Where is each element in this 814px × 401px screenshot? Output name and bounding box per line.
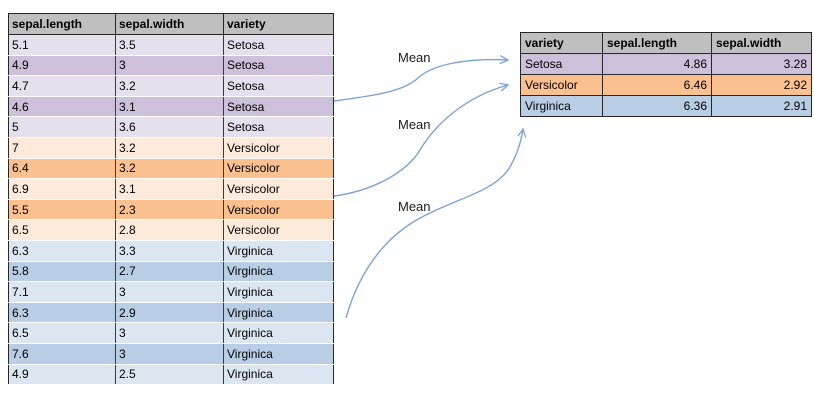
- sepal-length-cell: 6.5: [8, 322, 116, 344]
- variety-cell: Virginica: [223, 302, 334, 324]
- variety-cell: Versicolor: [520, 74, 603, 96]
- variety-cell: Versicolor: [223, 199, 334, 221]
- sepal-length-cell: 7: [8, 137, 116, 159]
- sepal-width-mean-cell: 3.28: [711, 53, 812, 75]
- sepal-width-cell: 3.2: [115, 158, 224, 180]
- sepal-length-cell: 6.5: [8, 219, 116, 241]
- mean-arrow-virginica: [345, 127, 527, 319]
- variety-cell: Versicolor: [223, 137, 334, 159]
- sepal-length-cell: 6.4: [8, 158, 116, 180]
- variety-cell: Versicolor: [223, 219, 334, 241]
- variety-cell: Virginica: [520, 95, 603, 117]
- sepal-length-cell: 7.1: [8, 281, 116, 303]
- sepal-width-cell: 3.2: [115, 137, 224, 159]
- column-header-variety: variety: [520, 32, 603, 54]
- mean-arrow-versicolor: [333, 82, 510, 197]
- variety-cell: Virginica: [223, 343, 334, 365]
- variety-cell: Setosa: [223, 96, 334, 118]
- sepal-length-cell: 7.6: [8, 343, 116, 365]
- variety-cell: Versicolor: [223, 178, 334, 200]
- sepal-width-cell: 3.1: [115, 96, 224, 118]
- sepal-length-cell: 5.1: [8, 34, 116, 56]
- sepal-width-mean-cell: 2.91: [711, 95, 812, 117]
- mean-label-versicolor: Mean: [398, 117, 431, 132]
- column-header-variety: variety: [223, 13, 334, 35]
- variety-cell: Setosa: [223, 116, 334, 138]
- sepal-width-mean-cell: 2.92: [711, 74, 812, 96]
- column-header-sepal-width: sepal.width: [711, 32, 812, 54]
- sepal-width-cell: 2.3: [115, 199, 224, 221]
- sepal-length-cell: 6.9: [8, 178, 116, 200]
- variety-cell: Setosa: [223, 75, 334, 97]
- sepal-width-cell: 2.9: [115, 302, 224, 324]
- sepal-width-cell: 3.3: [115, 240, 224, 262]
- sepal-width-cell: 3.2: [115, 75, 224, 97]
- sepal-length-cell: 5.5: [8, 199, 116, 221]
- sepal-width-cell: 3: [115, 281, 224, 303]
- sepal-length-cell: 4.6: [8, 96, 116, 118]
- mean-label-setosa: Mean: [398, 50, 431, 65]
- sepal-width-cell: 3.6: [115, 116, 224, 138]
- sepal-length-cell: 6.3: [8, 302, 116, 324]
- sepal-length-cell: 5: [8, 116, 116, 138]
- sepal-width-cell: 3: [115, 343, 224, 365]
- sepal-width-cell: 3: [115, 322, 224, 344]
- variety-cell: Setosa: [223, 34, 334, 56]
- left-table-header-row: sepal.length sepal.width variety: [8, 13, 334, 35]
- sepal-length-cell: 4.9: [8, 364, 116, 386]
- column-header-sepal-length: sepal.length: [602, 32, 712, 54]
- sepal-length-cell: 5.8: [8, 261, 116, 283]
- summary-table-header-row: variety sepal.length sepal.width: [520, 32, 812, 54]
- mean-arrow-setosa: [333, 55, 510, 102]
- sepal-width-cell: 2.5: [115, 364, 224, 386]
- sepal-width-cell: 3: [115, 55, 224, 77]
- sepal-length-mean-cell: 6.46: [602, 74, 712, 96]
- variety-cell: Virginica: [223, 240, 334, 262]
- variety-cell: Versicolor: [223, 158, 334, 180]
- variety-cell: Virginica: [223, 364, 334, 386]
- sepal-width-cell: 3.5: [115, 34, 224, 56]
- variety-cell: Virginica: [223, 281, 334, 303]
- sepal-width-cell: 2.7: [115, 261, 224, 283]
- sepal-width-cell: 2.8: [115, 219, 224, 241]
- sepal-length-mean-cell: 6.36: [602, 95, 712, 117]
- sepal-length-cell: 6.3: [8, 240, 116, 262]
- variety-cell: Virginica: [223, 322, 334, 344]
- column-header-sepal-length: sepal.length: [8, 13, 116, 35]
- sepal-width-cell: 3.1: [115, 178, 224, 200]
- mean-label-virginica: Mean: [398, 199, 431, 214]
- sepal-length-cell: 4.7: [8, 75, 116, 97]
- variety-cell: Setosa: [223, 55, 334, 77]
- variety-cell: Setosa: [520, 53, 603, 75]
- variety-cell: Virginica: [223, 261, 334, 283]
- sepal-length-mean-cell: 4.86: [602, 53, 712, 75]
- sepal-length-cell: 4.9: [8, 55, 116, 77]
- column-header-sepal-width: sepal.width: [115, 13, 224, 35]
